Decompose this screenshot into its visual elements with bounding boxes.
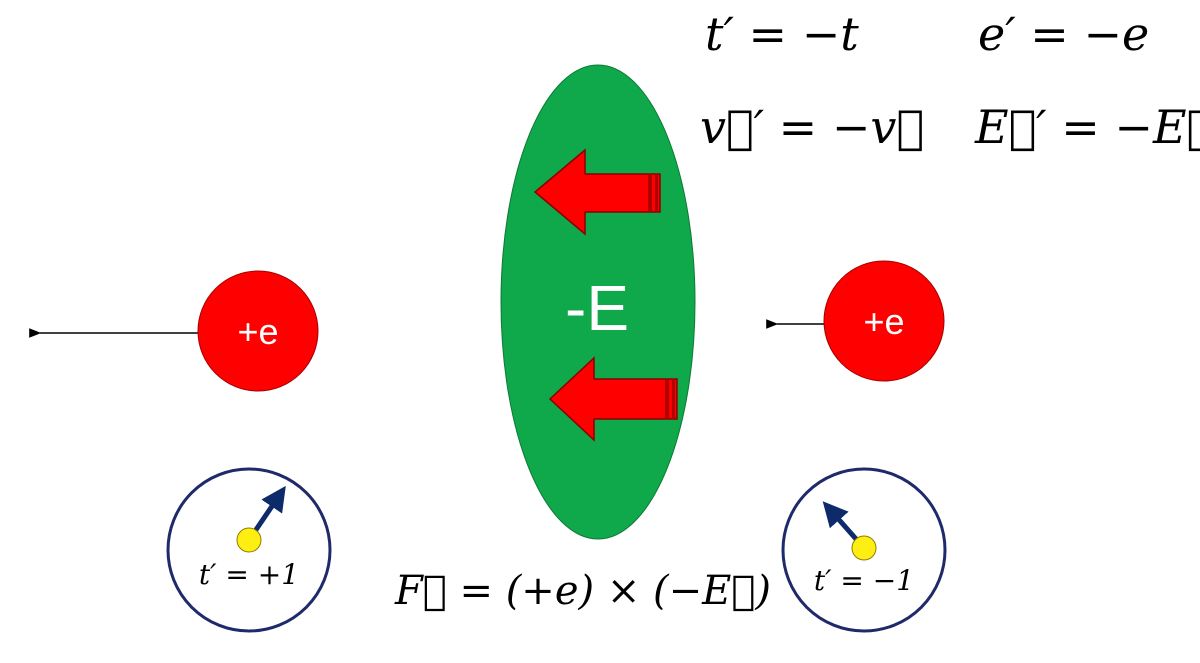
- equation-field: E⃗′ = −E⃗: [974, 100, 1200, 154]
- right-clock-label: t′ = −1: [814, 564, 914, 597]
- right-particle-label: +e: [863, 301, 904, 342]
- equation-time: t′ = −t: [705, 7, 859, 61]
- right-clock: t′ = −1: [781, 467, 947, 633]
- field-arrow-upper: [533, 148, 661, 236]
- left-particle-label: +e: [237, 311, 278, 352]
- right-clock-center-dot: [851, 535, 877, 561]
- left-particle: [197, 270, 319, 392]
- left-clock: t′ = +1: [166, 467, 332, 633]
- right-particle: [823, 260, 945, 382]
- left-clock-label: t′ = +1: [199, 558, 299, 591]
- equation-charge: e′ = −e: [978, 7, 1149, 61]
- left-clock-center-dot: [236, 527, 262, 553]
- force-equation: F⃗ = (+e) × (−E⃗): [394, 568, 771, 614]
- equation-velocity: v⃗′ = −v⃗: [700, 100, 924, 154]
- field-arrow-lower: [548, 356, 678, 442]
- field-label: -E: [565, 272, 629, 344]
